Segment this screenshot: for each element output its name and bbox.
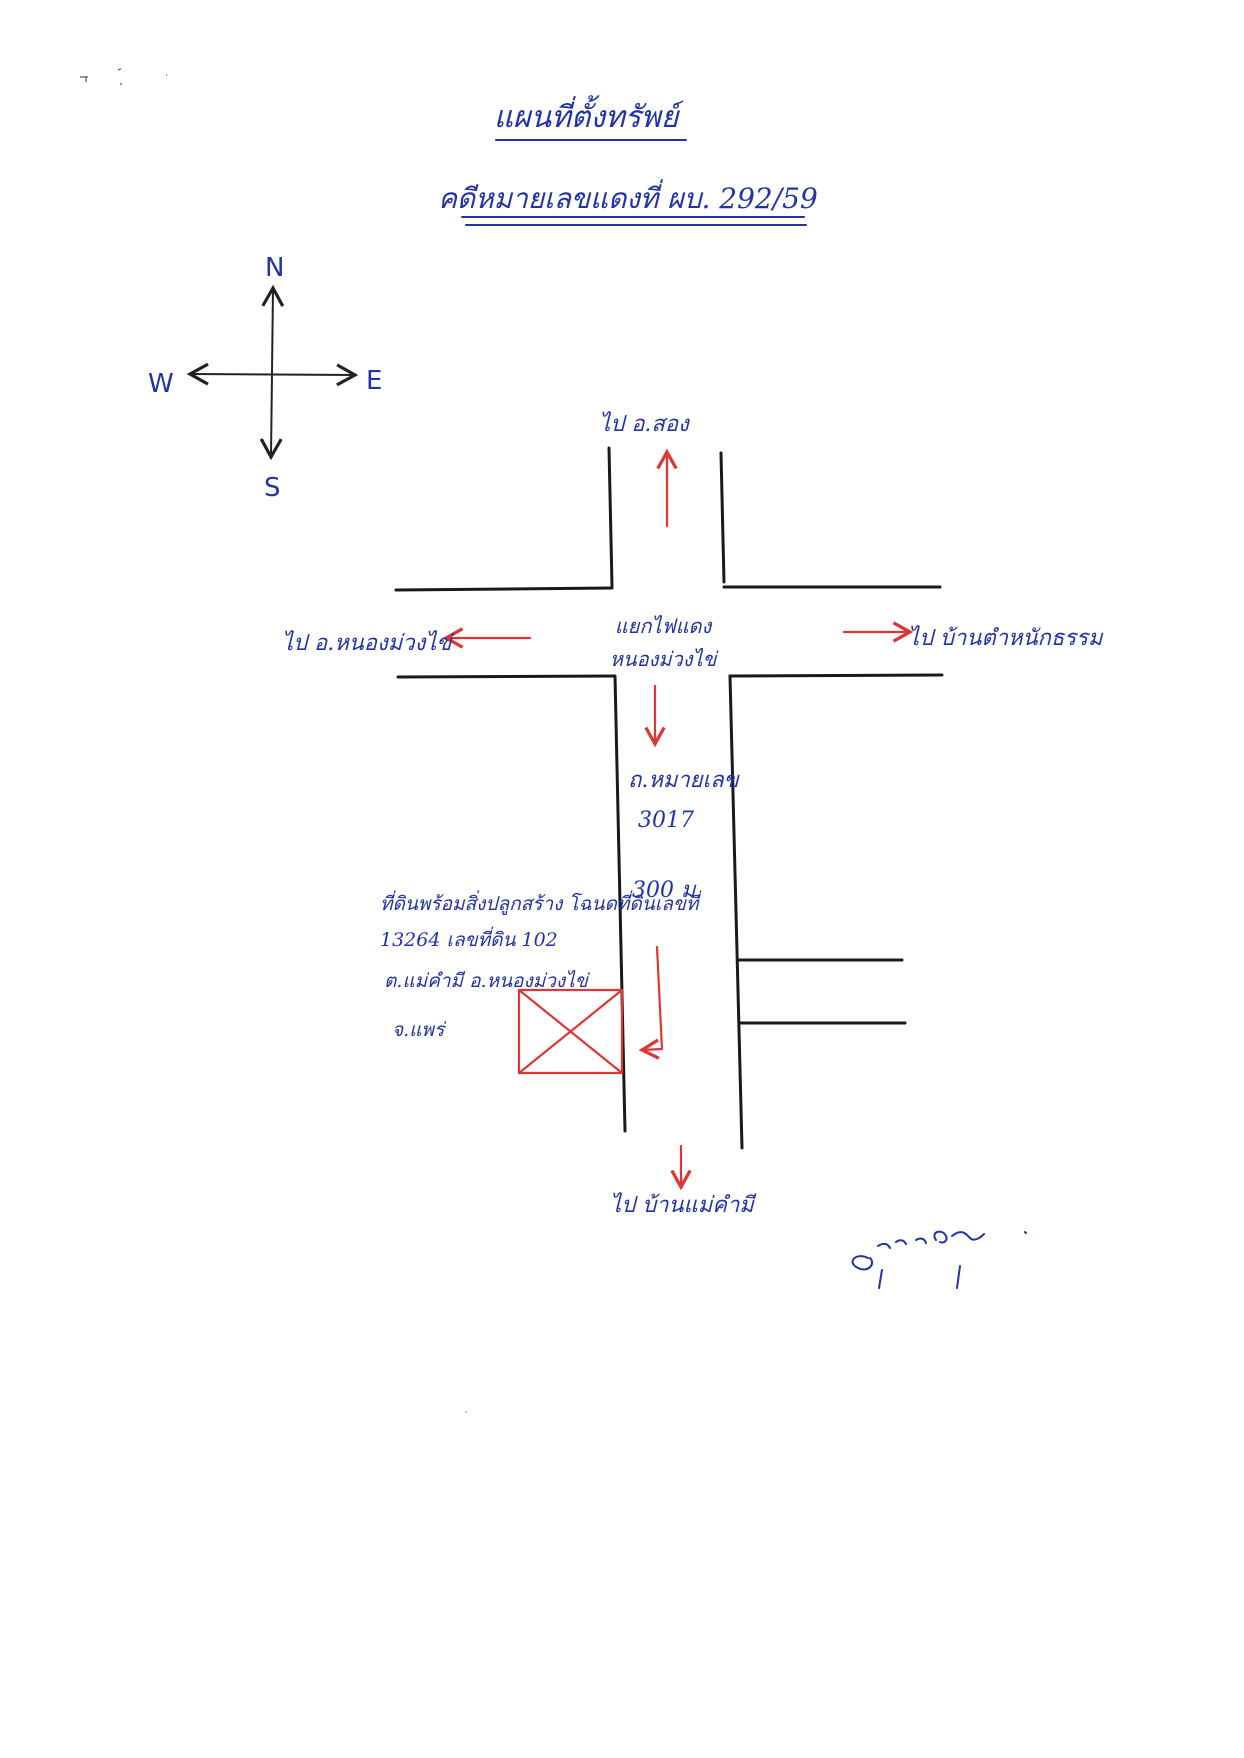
direction-arrows [442,448,914,1191]
property-line-3: ต.แม่คำมี อ.หนองม่วงไข่ [384,969,591,992]
property-x-line-2 [517,988,624,1075]
road-distance: 300 ม. [632,878,702,903]
label-to-south: ไป บ้านแม่คำมี [610,1192,757,1218]
property-line-1: ที่ดินพร้อมสิ่งปลูกสร้าง โฉนดที่ดินเลขที… [380,890,702,915]
intersection-label-1: แยกไฟแดง [615,614,713,638]
north-road-west-edge [607,446,614,588]
road-name: ถ.หมายเลข [628,768,741,793]
compass-east-label: E [366,366,382,396]
south-road-east-edge [728,674,744,1150]
compass-ns-arrow [259,284,285,461]
label-to-north: ไป อ.สอง [599,411,691,437]
label-to-east: ไป บ้านตำหนักธรรม [908,625,1104,651]
road-number: 3017 [638,808,694,833]
compass-north-label: N [265,253,284,283]
compass-south-label: S [264,473,281,503]
intersection-label-2: หนองม่วงไข่ [610,647,720,671]
map-title: แผนที่ตั้งทรัพย์ [494,95,685,135]
compass-ew-arrow [186,362,359,387]
scan-marks [80,68,167,85]
compass: N S E W [148,253,382,503]
north-road-east-edge [719,451,726,584]
case-number: คดีหมายเลขแดงที่ ผบ. 292/59 [438,179,818,215]
east-road-south-edge [728,673,944,678]
property-box [517,988,624,1075]
property-line-4: จ.แพร่ [392,1019,447,1041]
label-to-west: ไป อ.หนองม่วงไข่ [282,630,454,656]
property-line-2: 13264 เลขที่ดิน 102 [380,926,558,951]
south-road-west-edge [613,674,627,1133]
arrow-to-property [638,945,664,1060]
signature [851,1230,1027,1289]
west-road-north-edge [394,586,614,592]
west-road-south-edge [396,674,616,679]
compass-west-label: W [148,369,174,399]
property-marker-icon [517,988,624,1075]
roads [394,446,944,1150]
